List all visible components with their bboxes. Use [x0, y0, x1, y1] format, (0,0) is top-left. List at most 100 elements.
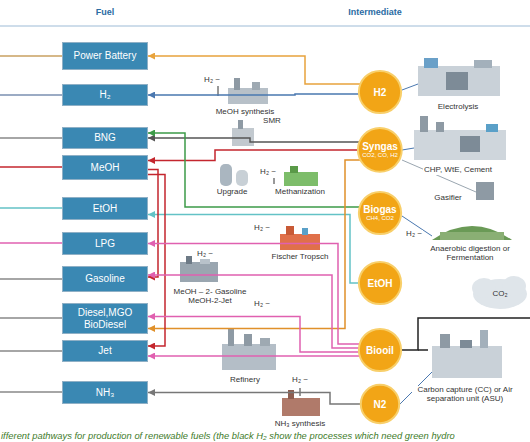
illustration-part	[236, 170, 248, 186]
illustration-part	[402, 318, 530, 350]
illustration-part	[180, 262, 218, 282]
flow-arrow	[148, 244, 360, 345]
node-label: EtOH	[93, 203, 117, 215]
node-label: NH₃	[96, 387, 115, 399]
node-label: H2	[374, 87, 387, 98]
illustration-part	[222, 328, 276, 370]
illustration-part	[252, 82, 260, 90]
intermediate-circle: BiogasCH4, CO2	[358, 191, 402, 235]
flow-arrow	[148, 355, 360, 357]
illustration-part	[440, 232, 504, 240]
illustration-part	[0, 55, 62, 57]
node-label: Syngas	[362, 141, 398, 152]
circle-fill	[359, 71, 401, 113]
node-label: Biooil	[366, 345, 394, 356]
illustration-part	[274, 178, 275, 184]
circle-fill	[359, 262, 401, 304]
column-header: Fuel	[95, 8, 116, 18]
illustration-part	[0, 278, 62, 280]
flow-arrow	[148, 133, 360, 207]
process-label: Electrolysis	[437, 103, 479, 112]
illustration-part	[424, 58, 438, 68]
intermediate-circle: N2	[360, 384, 400, 424]
illustration-part	[180, 256, 218, 282]
intermediate-circle: EtOH	[358, 261, 402, 305]
flow-arrow	[148, 94, 359, 95]
node-label: Jet	[98, 345, 111, 357]
process-label: H₂ ~	[196, 250, 214, 259]
process-label: H₂ ~	[405, 230, 423, 239]
flow-arrow	[148, 275, 359, 348]
fuel-box: H₂	[62, 84, 148, 106]
process-label: Gasifier	[433, 194, 463, 203]
flow-arrow	[148, 170, 158, 278]
illustration-part	[228, 328, 234, 346]
process-label: NH₃ synthesis	[274, 420, 326, 429]
illustration-part	[280, 226, 320, 250]
process-label: H₂ ~	[253, 224, 271, 233]
node-label: Gasoline	[85, 273, 124, 285]
illustration-part	[476, 182, 494, 200]
illustration-part	[402, 216, 512, 240]
process-label: CHP, WtE, Cement	[423, 166, 493, 175]
fuel-box: NH₃	[62, 381, 148, 404]
illustration-part	[234, 78, 240, 90]
figure-caption: ifferent pathways for production of rene…	[1, 431, 455, 441]
illustration-part	[228, 88, 268, 104]
node-sublabel: CO2, CO, H2	[362, 152, 398, 159]
illustration-part	[432, 346, 502, 378]
illustration-part	[0, 317, 62, 319]
process-label: Fischer Tropsch	[271, 253, 330, 262]
node-label: EtOH	[368, 278, 393, 289]
illustration-part	[0, 94, 62, 96]
flow-arrow	[148, 150, 358, 161]
illustration-part	[222, 344, 276, 370]
circle-fill	[359, 192, 401, 234]
circle-fill	[358, 128, 402, 172]
process-label: CO₂	[491, 290, 508, 299]
node-label: N2	[374, 399, 387, 410]
intermediate-circle: H2	[358, 70, 402, 114]
illustration-part	[402, 160, 476, 192]
illustration-part	[418, 66, 500, 96]
node-label: Power Battery	[74, 50, 137, 62]
illustration-part	[232, 128, 254, 146]
illustration-part	[282, 398, 320, 416]
process-label: H₂ ~	[259, 168, 277, 177]
illustration-part	[418, 349, 428, 351]
illustration-part	[0, 56, 62, 392]
illustration-part	[432, 226, 512, 240]
node-label: LPG	[95, 238, 115, 250]
circle-fill	[361, 385, 399, 423]
illustration-part	[402, 116, 506, 160]
illustration-part	[472, 276, 527, 309]
illustration-part	[0, 26, 530, 27]
illustration-part	[0, 242, 62, 244]
process-label: Upgrade	[216, 188, 249, 197]
illustration-part	[0, 350, 62, 352]
illustration-part	[290, 166, 298, 173]
flow-arrow	[148, 138, 360, 142]
illustration-part	[472, 278, 496, 298]
illustration-part	[302, 228, 308, 235]
node-label: MeOH	[91, 162, 120, 174]
illustration-part	[274, 166, 318, 186]
illustration-part	[402, 148, 414, 150]
illustration-part	[288, 390, 294, 399]
illustration-part	[286, 226, 294, 235]
illustration-part	[402, 318, 530, 350]
process-label: Methanization	[274, 188, 326, 197]
process-label: Refinery	[229, 376, 261, 385]
process-label: H₂ ~	[291, 376, 309, 385]
illustration-part	[284, 172, 318, 186]
flow-arrow	[148, 317, 359, 353]
illustration-part	[440, 334, 450, 348]
illustration-part	[186, 256, 192, 264]
fuel-box: Gasoline	[62, 266, 148, 292]
process-label: H₂ ~	[203, 76, 221, 85]
illustration-part	[0, 137, 62, 139]
illustration-part	[0, 391, 62, 393]
node-label: Biogas	[363, 204, 396, 215]
node-sublabel: CH4, CO2	[366, 215, 394, 222]
fuel-box: Diesel,MGO BioDiesel	[62, 303, 148, 334]
